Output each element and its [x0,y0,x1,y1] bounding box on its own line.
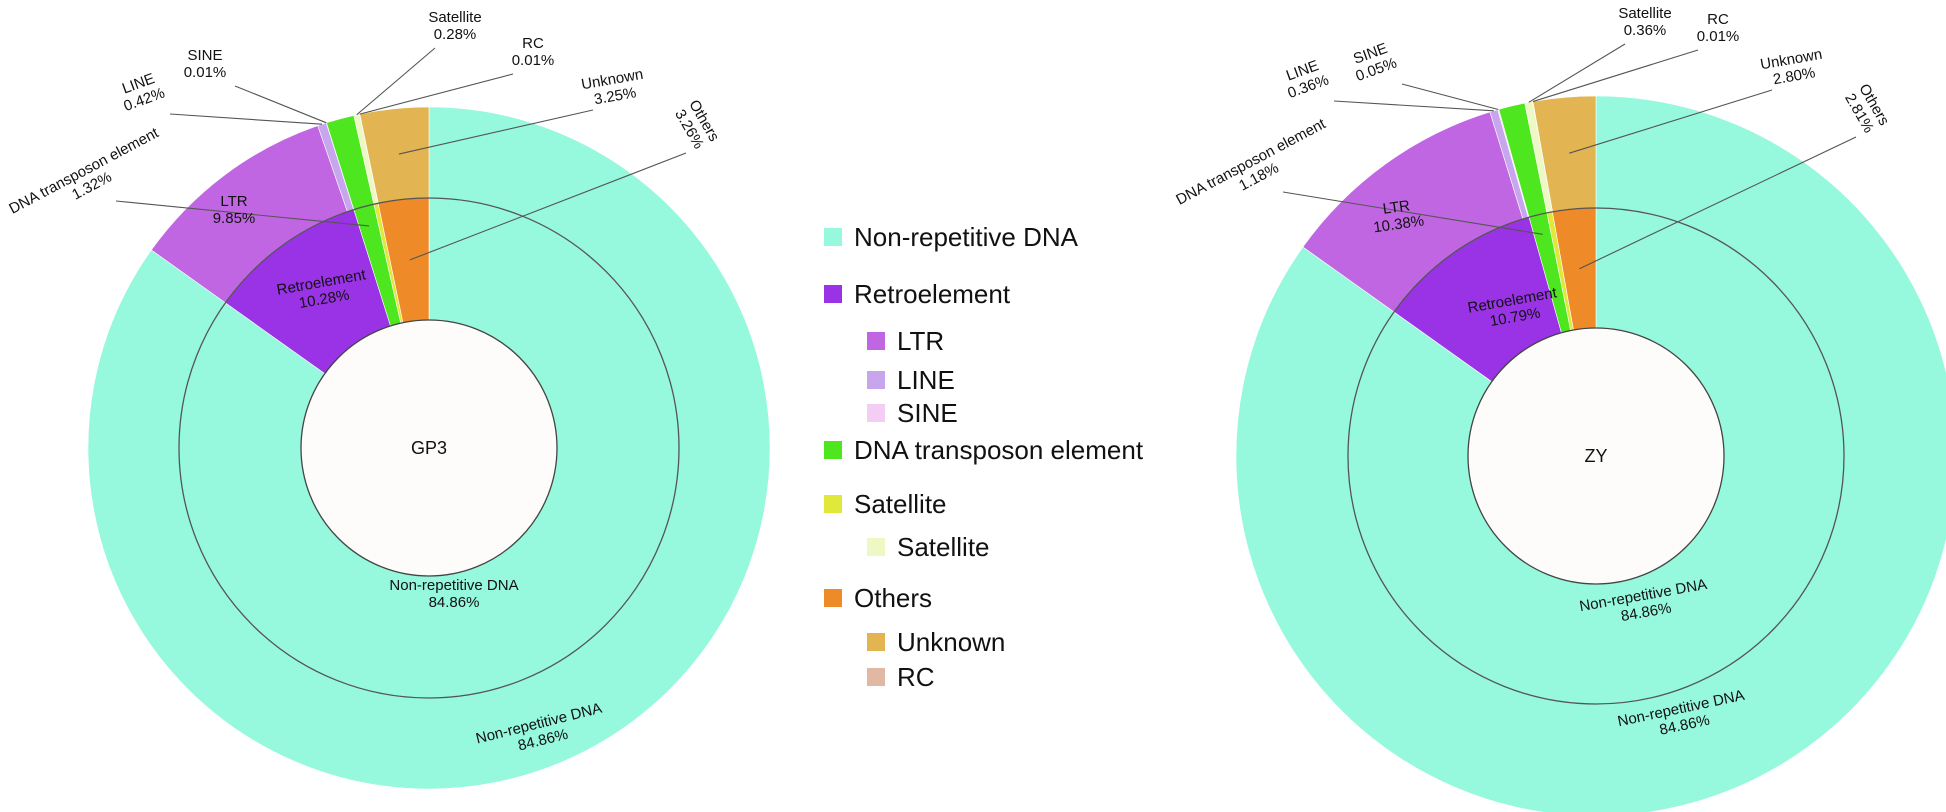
center-label: GP3 [411,438,447,458]
leader-rc [359,73,514,115]
label-outer-line: LINE0.42% [116,69,168,116]
legend-swatch-line [867,371,885,389]
legend-swatch-others [824,589,842,607]
legend-label-satellite: Satellite [854,489,947,519]
legend-label-satellite: Satellite [897,532,990,562]
legend-label-sine: SINE [897,398,958,428]
leader-line [169,113,323,125]
legend-label-others: Others [854,583,932,613]
center-hole [1467,327,1725,585]
legend-swatch-satellite [867,538,885,556]
legend-label-non-repetitive-dna: Non-repetitive DNA [854,222,1079,252]
label-outer-line: LINE0.36% [1280,56,1332,103]
legend-swatch-rc [867,668,885,686]
legend-swatch-sine [867,404,885,422]
center-label: ZY [1584,446,1607,466]
legend-swatch-dna-transposon-element [824,441,842,459]
leader-unknown [1569,89,1773,154]
label-outer-sine: SINE0.05% [1348,39,1400,86]
leader-dna-transposon-element [115,200,370,227]
leader-dna-transposon-element [1282,191,1543,235]
legend-swatch-satellite [824,495,842,513]
legend-label-unknown: Unknown [897,627,1005,657]
legend-label-dna-transposon-element: DNA transposon element [854,435,1144,465]
legend-swatch-ltr [867,332,885,350]
leader-sine [1401,83,1499,111]
label-callout-others: Others2.81% [1841,81,1893,137]
leader-rc [1532,49,1699,103]
label-outer-unknown: Unknown2.80% [1759,46,1827,90]
ring-divider [178,197,680,699]
center-hole [300,319,558,577]
legend-swatch-non-repetitive-dna [824,228,842,246]
leader-others [409,152,687,261]
legend-swatch-unknown [867,633,885,651]
inner-ring [1347,207,1845,705]
leader-satellite [1528,43,1626,103]
leader-lines [115,47,687,261]
legend-label-retroelement: Retroelement [854,279,1011,309]
legend-label-rc: RC [897,662,935,692]
label-outer-dna-transposon-element: DNA transposon element1.32% [6,124,170,233]
leader-lines [1282,43,1857,270]
label-outer-unknown: Unknown3.25% [580,66,648,110]
leader-unknown [398,109,594,155]
leader-others [1579,136,1857,270]
leader-sine [234,85,327,124]
label-outer-dna-transposon-element: DNA transposon element1.18% [1173,115,1337,224]
label-outer-ltr: LTR10.38% [1370,196,1425,237]
legend-swatch-retroelement [824,285,842,303]
leader-satellite [356,47,436,116]
label-callout-others: Others3.26% [671,97,723,153]
ring-divider [1347,207,1845,705]
legend-label-ltr: LTR [897,326,944,356]
outer-ring [1235,95,1946,812]
leader-line [1333,100,1494,112]
legend-label-line: LINE [897,365,955,395]
